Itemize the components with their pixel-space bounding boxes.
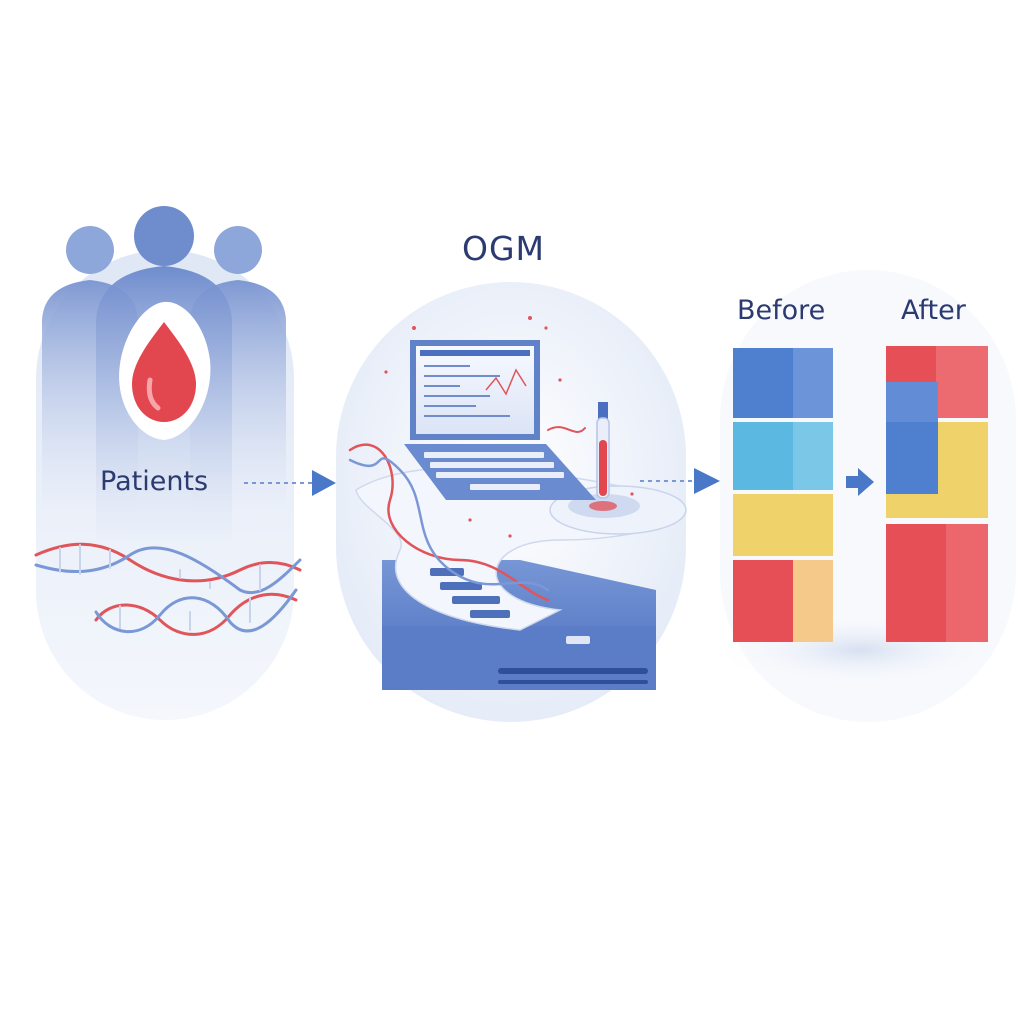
blood-drop-icon	[119, 301, 211, 440]
ogm-panel	[336, 282, 687, 722]
patients-label: Patients	[100, 466, 209, 497]
before-column	[733, 348, 833, 642]
ogm-label: OGM	[462, 229, 546, 268]
arrow-right-icon	[846, 468, 874, 496]
test-tube-icon	[589, 402, 617, 511]
arrow-right-icon	[640, 468, 720, 494]
comparison-panel	[710, 270, 1016, 722]
before-block-yellow	[733, 494, 833, 556]
arrow-right-icon	[244, 470, 336, 496]
dna-strand-icon	[34, 542, 302, 636]
dna-strand-icon	[348, 426, 586, 602]
laptop-icon	[404, 340, 596, 500]
after-label: After	[901, 295, 966, 326]
after-column	[886, 346, 988, 642]
sparkle-dots	[384, 316, 634, 538]
patients-panel	[34, 206, 302, 720]
before-label: Before	[737, 295, 826, 326]
before-block-peach	[793, 560, 833, 642]
